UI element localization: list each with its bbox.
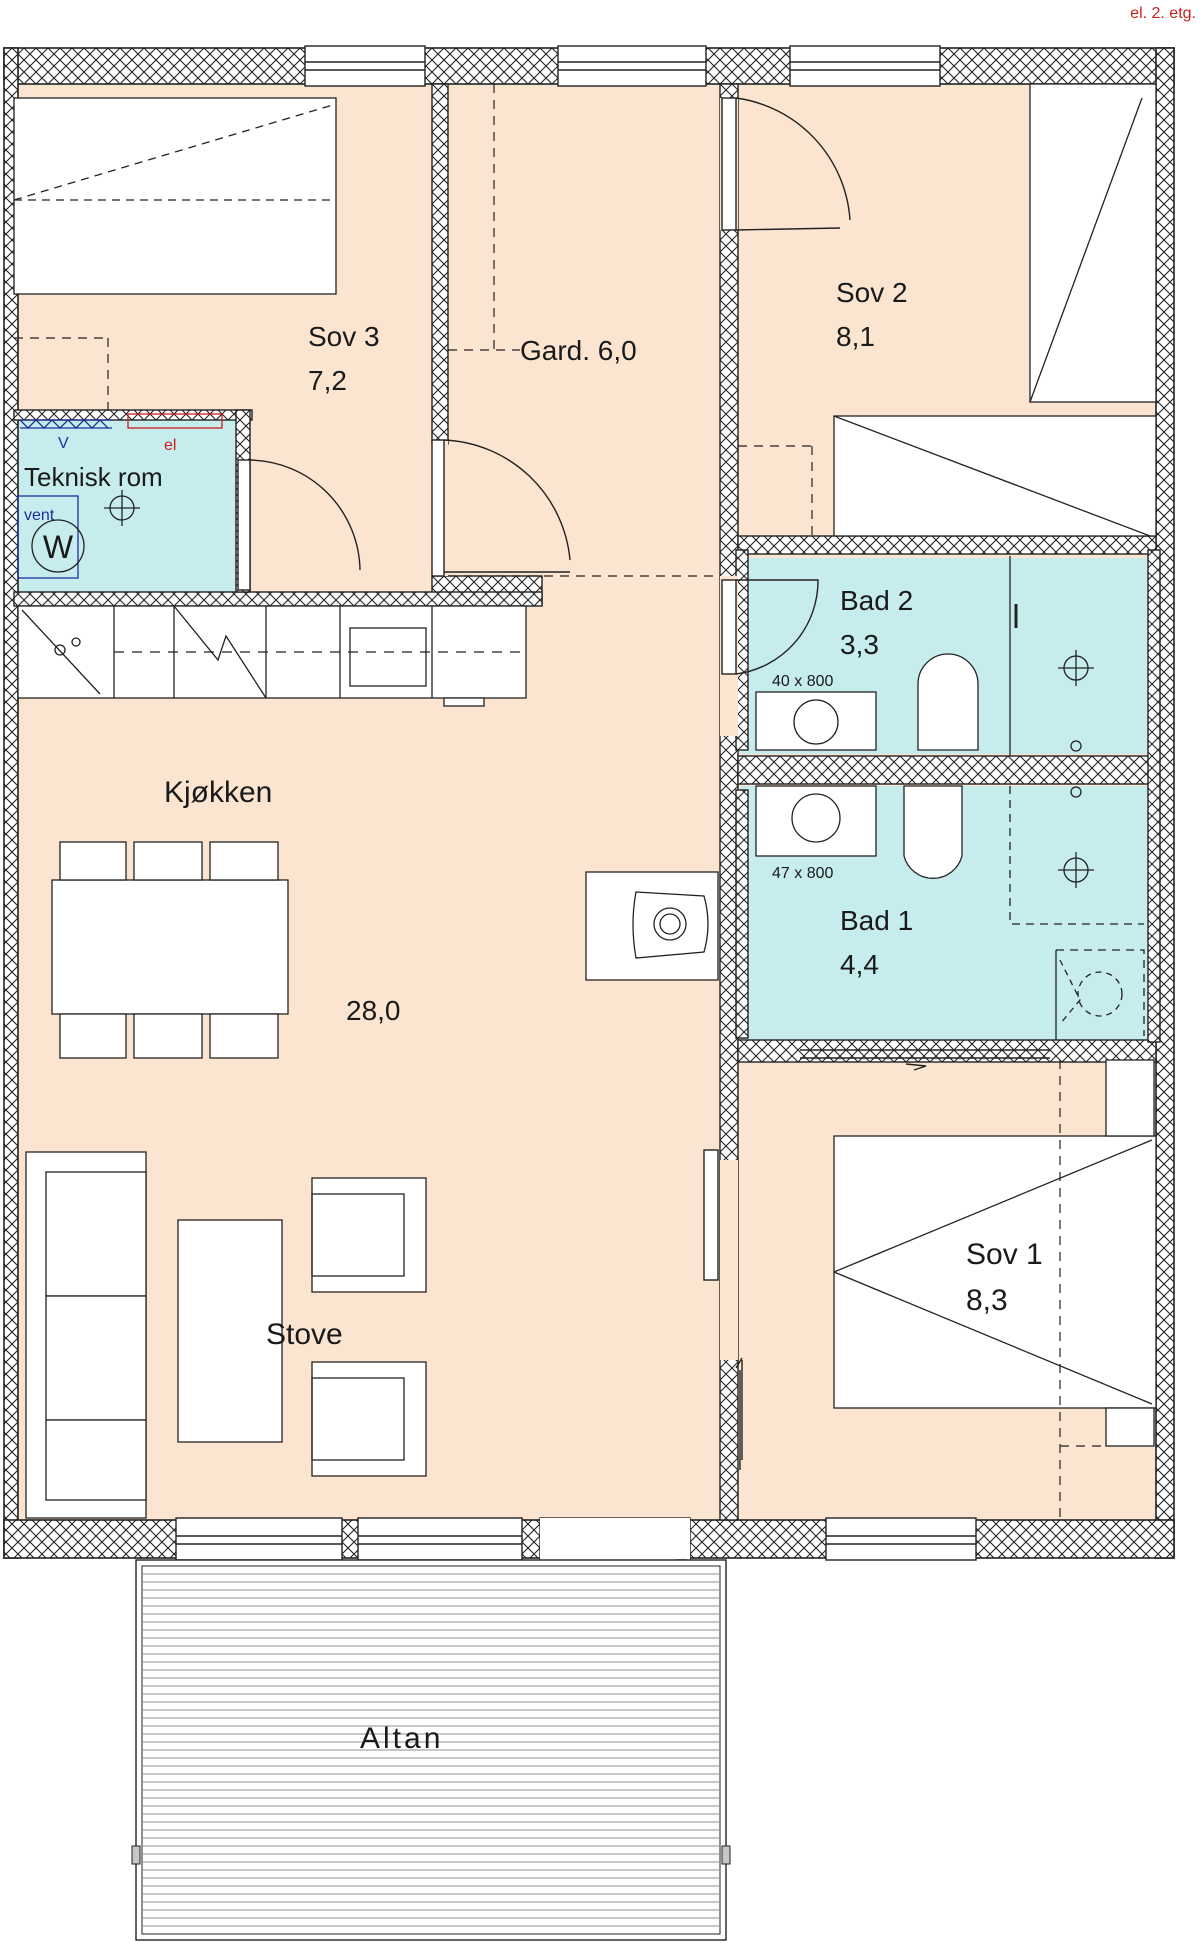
furniture — [13, 83, 1157, 1519]
bad2-area: 3,3 — [840, 629, 879, 660]
bad1-basin — [755, 785, 877, 857]
teknisk-name: Teknisk rom — [24, 462, 163, 492]
sov1-bed — [833, 1135, 1157, 1409]
bad1-basin-size: 47 x 800 — [772, 865, 833, 882]
vent-unit-icon — [31, 519, 85, 573]
sov2-wardrobe — [1029, 83, 1157, 403]
balcony — [131, 1559, 731, 1941]
armchair-1 — [311, 1177, 427, 1293]
vent-unit-symbol: W — [43, 529, 74, 565]
sov3-name: Sov 3 — [308, 321, 380, 352]
bad1-name: Bad 1 — [840, 905, 913, 936]
sov1-area: 8,3 — [966, 1284, 1008, 1317]
bathroom-fixtures — [755, 556, 1145, 1040]
armchair-2 — [311, 1361, 427, 1477]
dining-table — [51, 879, 289, 1015]
drain-icon — [1058, 650, 1094, 686]
floor-label: el. 2. etg. — [1130, 5, 1196, 22]
sov3-area: 7,2 — [308, 365, 347, 396]
teknisk-el-label: el — [164, 437, 176, 454]
bad2-basin-size: 40 x 800 — [772, 673, 833, 690]
deck-boards — [142, 1573, 720, 1927]
drain-icon — [104, 490, 140, 526]
teknisk-markers — [17, 413, 223, 579]
stove-name: Stove — [266, 1318, 343, 1351]
bad1-toilet — [903, 785, 963, 879]
bad2-name: Bad 2 — [840, 585, 913, 616]
altan-name: Altan — [360, 1722, 443, 1755]
dashed-lines — [14, 84, 1106, 1520]
sov1-name: Sov 1 — [966, 1238, 1043, 1271]
drain-symbols — [104, 490, 1094, 888]
bad2-toilet — [917, 653, 979, 751]
sov3-bed — [13, 97, 337, 295]
sov2-name: Sov 2 — [836, 277, 908, 308]
teknisk-vent-label: vent — [24, 507, 55, 524]
kjokken-area: 28,0 — [346, 995, 401, 1026]
coffee-table — [177, 1219, 283, 1443]
sov2-area: 8,1 — [836, 321, 875, 352]
labels: el. 2. etg. Sov 3 7,2 Gard. 6,0 Sov 2 8,… — [24, 5, 1196, 1755]
kjokken-name: Kjøkken — [164, 776, 272, 809]
kitchen-counter — [17, 605, 527, 699]
teknisk-v-label: V — [58, 435, 69, 452]
gard-label: Gard. 6,0 — [520, 335, 637, 366]
drain-icon — [1058, 852, 1094, 888]
bad2-basin — [755, 691, 877, 751]
bad1-area: 4,4 — [840, 949, 879, 980]
